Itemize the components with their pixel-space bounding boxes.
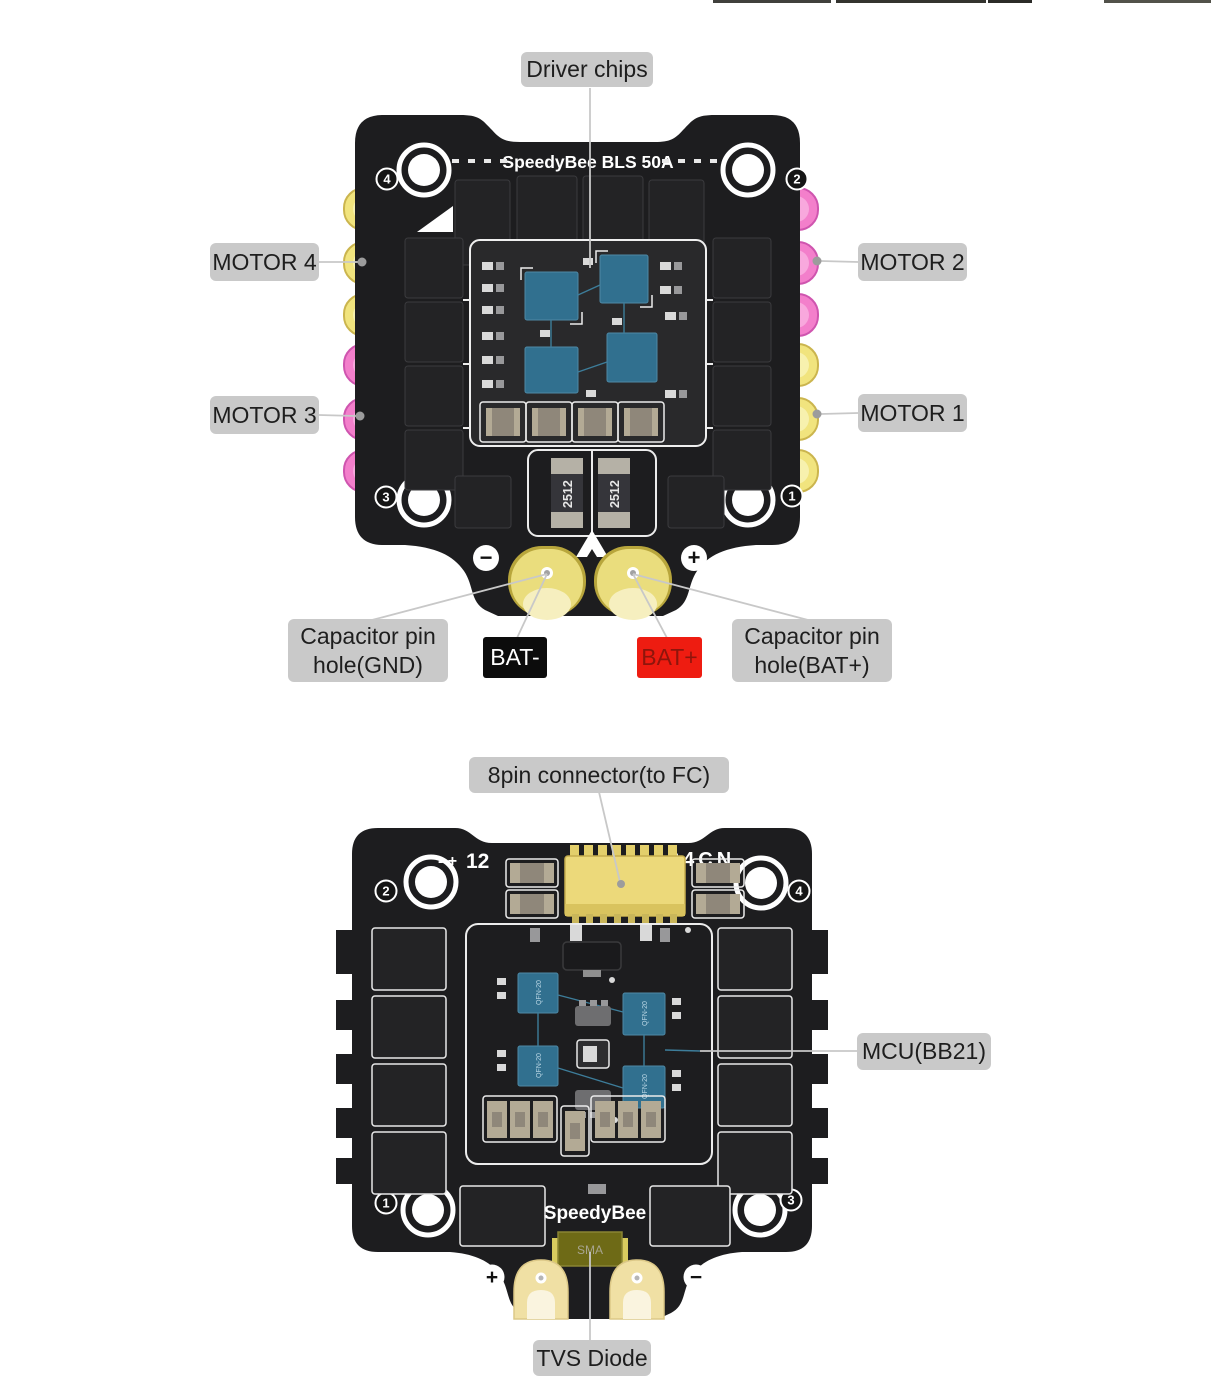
mcu-chip: QFN-20 QFN-20 QFN-20 QFN-20 <box>517 972 666 1109</box>
label-mcu-text: MCU(BB21) <box>862 1038 986 1065</box>
passive-components <box>482 258 687 398</box>
label-capacitor-pin-hole-batplus-line2: hole(BAT+) <box>754 651 870 678</box>
svg-text:2: 2 <box>793 172 800 187</box>
svg-text:- +: - + <box>438 853 457 870</box>
mosfets-right-column <box>712 237 772 491</box>
label-capacitor-pin-hole-gnd: Capacitor pin hole(GND) <box>288 619 448 682</box>
label-motor1-text: MOTOR 1 <box>860 399 965 426</box>
svg-text:3: 3 <box>787 1193 794 1208</box>
battery-pad-positive <box>594 546 672 620</box>
top-edge-artifact <box>988 0 1032 3</box>
svg-text:3: 3 <box>382 490 389 505</box>
svg-text:4: 4 <box>795 884 803 899</box>
silkscreen-triangle <box>417 206 453 232</box>
regulator-and-passives <box>530 925 691 977</box>
shunt-marking: 2512 <box>608 480 622 508</box>
label-motor3: MOTOR 3 <box>210 396 319 434</box>
svg-text:−: − <box>690 1266 702 1289</box>
mosfets-bottom <box>459 1184 731 1247</box>
svg-text:1: 1 <box>788 489 795 504</box>
tvs-diode: SMA <box>552 1231 628 1267</box>
label-tvs-diode-text: TVS Diode <box>536 1344 648 1371</box>
board-title: SpeedyBee BLS 50A <box>502 152 674 172</box>
top-edge-artifact <box>836 0 986 3</box>
mosfets-left-column <box>371 927 447 1195</box>
mcu-area-border <box>465 923 713 1165</box>
silkscreen-stubs <box>463 299 713 429</box>
label-bat-plus-text: BAT+ <box>641 644 698 671</box>
svg-text:2: 2 <box>382 884 389 899</box>
top-edge-artifact <box>1104 0 1211 3</box>
mosfets-bottom <box>454 475 725 529</box>
label-bat-plus: BAT+ <box>637 637 702 678</box>
capacitor-row <box>479 401 665 443</box>
label-bat-minus-text: BAT- <box>490 644 540 671</box>
polarity-symbols: + − <box>479 1264 709 1290</box>
mosfets-left-column <box>404 237 464 491</box>
edge-castellations <box>336 930 828 1184</box>
battery-pad <box>513 1259 569 1320</box>
motor-corner-numbers: 2 4 1 3 <box>374 879 811 1215</box>
label-mcu: MCU(BB21) <box>857 1033 991 1070</box>
svg-text:QFN-20: QFN-20 <box>642 1001 649 1026</box>
shunt-resistors: 2512 2512 <box>527 449 657 537</box>
esc-board-top-view: 4 2 3 1 SpeedyBee BLS 50A <box>343 115 819 620</box>
svg-text:1: 1 <box>382 1196 389 1211</box>
label-capacitor-pin-hole-gnd-line2: hole(GND) <box>313 651 423 678</box>
top-edge-artifact <box>713 0 831 3</box>
label-capacitor-pin-hole-batplus: Capacitor pin hole(BAT+) <box>732 619 892 682</box>
svg-text:QFN-20: QFN-20 <box>642 1074 649 1099</box>
tvs-marking: SMA <box>577 1243 603 1257</box>
direction-arrow-icon <box>576 530 608 557</box>
svg-text:+: + <box>486 1266 498 1289</box>
svg-text:4: 4 <box>383 172 391 187</box>
esc-board-bottom-view: 2 4 1 3 - + 12 34CN <box>336 828 828 1320</box>
label-tvs-diode: TVS Diode <box>533 1340 651 1376</box>
battery-pad <box>609 1259 665 1320</box>
label-motor2: MOTOR 2 <box>858 243 967 281</box>
chip-traces <box>550 284 625 373</box>
label-motor2-text: MOTOR 2 <box>860 248 965 275</box>
label-motor4: MOTOR 4 <box>210 243 319 281</box>
label-driver-chips-text: Driver chips <box>526 56 648 83</box>
label-8pin-connector: 8pin connector(to FC) <box>469 757 729 793</box>
svg-text:QFN-20: QFN-20 <box>536 980 543 1005</box>
label-capacitor-pin-hole-batplus-line1: Capacitor pin <box>744 623 880 650</box>
fc-connector <box>564 845 686 923</box>
label-motor3-text: MOTOR 3 <box>212 401 317 428</box>
brand-text: SpeedyBee <box>544 1203 646 1224</box>
capacitor-row <box>482 1095 666 1157</box>
polarity-symbols: − + <box>473 545 707 571</box>
callout-lines <box>318 88 859 1341</box>
motor-corner-numbers: 4 2 3 1 <box>374 167 809 509</box>
input-capacitors <box>505 858 745 919</box>
label-bat-minus: BAT- <box>483 637 547 678</box>
battery-pad-negative <box>508 546 586 620</box>
label-8pin-connector-text: 8pin connector(to FC) <box>487 761 711 788</box>
mosfets-right-column <box>717 927 793 1195</box>
label-motor4-text: MOTOR 4 <box>212 248 317 275</box>
svg-text:+: + <box>688 545 701 570</box>
svg-text:12: 12 <box>466 850 489 873</box>
shunt-marking: 2512 <box>561 480 575 508</box>
driver-chip <box>520 250 658 394</box>
svg-text:QFN-20: QFN-20 <box>536 1053 543 1078</box>
svg-text:−: − <box>480 545 493 570</box>
label-motor1: MOTOR 1 <box>858 394 967 432</box>
label-capacitor-pin-hole-gnd-line1: Capacitor pin <box>300 623 436 650</box>
label-driver-chips: Driver chips <box>521 52 653 87</box>
